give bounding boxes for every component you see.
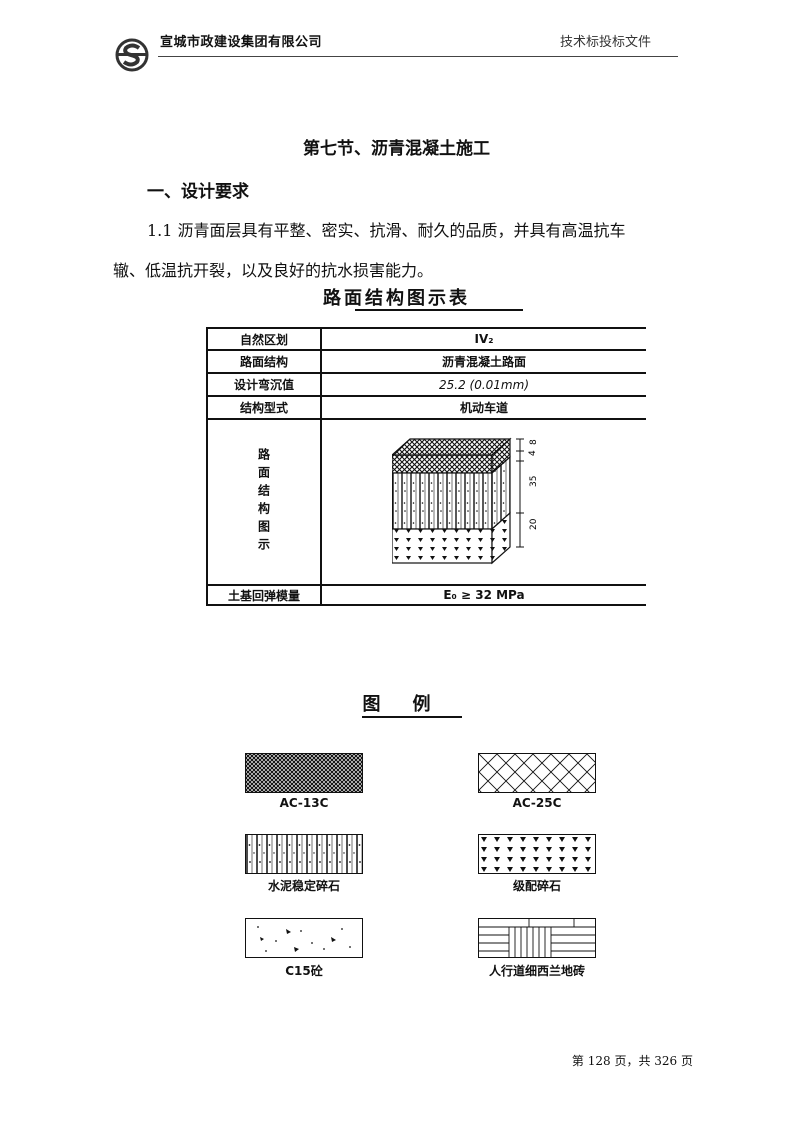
row-value-subgrade-modulus: E₀ ≥ 32 MPa: [443, 588, 525, 602]
fine-crosshatch-pattern: [246, 754, 362, 792]
legend-label-ac25c: AC-25C: [512, 796, 562, 810]
brick-tile-pattern: [479, 919, 595, 957]
dim-label-2: 4: [528, 450, 538, 456]
speckle: [300, 930, 302, 932]
legend-title-underline: [362, 716, 462, 718]
section-title: 第七节、沥青混凝土施工: [303, 139, 490, 159]
row-value-structure-type: 机动车道: [459, 401, 508, 415]
subheading: 一、设计要求: [147, 182, 249, 202]
speckle: [341, 928, 343, 930]
swatch-background: [479, 919, 595, 957]
paragraph-line-1: 1.1 沥青面层具有平整、密实、抗滑、耐久的品质，并具有高温抗车: [147, 221, 626, 240]
row-label-natural-zone: 自然区划: [239, 332, 288, 347]
table-rule: [206, 395, 646, 397]
aggregate-chip: [331, 937, 336, 942]
legend-swatch-cement-stabilized: [245, 834, 363, 874]
aggregate-chip: [294, 947, 299, 952]
legend-label-ac13c: AC-13C: [279, 796, 329, 810]
legend-title: 图例: [0, 690, 793, 716]
row-label-structure-diagram: 路面结构图示: [256, 448, 271, 556]
table-rule: [206, 418, 646, 420]
company-logo-icon: [115, 38, 149, 72]
table-border-bottom: [206, 604, 646, 606]
table-column-rule: [320, 327, 322, 606]
pattern-fill: [479, 835, 595, 873]
coarse-crosshatch-pattern: [479, 754, 595, 792]
layer-front-subbase: [392, 528, 493, 564]
speckle: [265, 950, 267, 952]
speckle: [257, 926, 259, 928]
speckle: [349, 946, 351, 948]
speckle: [275, 940, 277, 942]
swatch-background: [246, 919, 362, 957]
legend-swatch-sidewalk-tile: [478, 918, 596, 958]
document-type: 技术标投标文件: [560, 35, 652, 50]
layer-front-surface: [392, 454, 493, 474]
legend-swatch-graded-gravel: [478, 834, 596, 874]
legend-title-char-2: 例: [412, 694, 431, 715]
legend-label-sidewalk-tile: 人行道细西兰地砖: [488, 964, 585, 978]
concrete-speckle-pattern: [246, 919, 362, 957]
table-rule: [206, 349, 646, 351]
table-rule: [206, 372, 646, 374]
dim-label-4: 20: [529, 518, 539, 530]
table-border-left: [206, 327, 208, 606]
row-value-pavement-structure: 沥青混凝土路面: [441, 355, 526, 369]
layer-front-base: [392, 472, 493, 530]
pattern-fill: [479, 754, 595, 792]
pattern-fill: [246, 835, 362, 873]
layer-top-face: [392, 438, 512, 456]
legend-label-graded-gravel: 级配碎石: [512, 879, 561, 893]
pavement-structure-table: 自然区划 IV₂ 路面结构 沥青混凝土路面 设计弯沉值 25.2 (0.01mm…: [206, 327, 646, 606]
table-title-underline: [355, 309, 523, 311]
legend-swatch-c15-concrete: [245, 918, 363, 958]
row-label-subgrade-modulus: 土基回弹模量: [227, 588, 300, 603]
legend-title-char-1: 图: [362, 694, 413, 715]
aggregate-chip: [286, 929, 291, 934]
row-label-design-deflection: 设计弯沉值: [233, 378, 294, 392]
pattern-fill: [246, 754, 362, 792]
header-divider: [158, 56, 678, 57]
row-value-design-deflection: 25.2 (0.01mm): [439, 377, 529, 392]
table-title: 路面结构图示表: [323, 288, 470, 309]
legend-swatch-ac13c: [245, 753, 363, 793]
dim-label-1: 8: [529, 439, 539, 445]
pavement-layer-diagram: 8 4 35 20: [392, 437, 539, 565]
layer-side-subbase: [491, 511, 511, 565]
table-border-top: [206, 327, 646, 329]
row-value-natural-zone: IV₂: [474, 332, 494, 346]
triangle-pattern: [479, 835, 595, 873]
row-label-pavement-structure: 路面结构: [239, 355, 288, 369]
company-name: 宣城市政建设集团有限公司: [160, 35, 323, 50]
speckle: [323, 948, 325, 950]
legend-label-c15-concrete: C15砼: [285, 964, 323, 978]
legend-swatch-ac25c: [478, 753, 596, 793]
row-label-structure-type: 结构型式: [239, 401, 288, 415]
vertical-line-pattern: [246, 835, 362, 873]
table-rule: [206, 584, 646, 586]
legend-label-cement-stabilized: 水泥稳定碎石: [267, 879, 340, 893]
page-number: 第 128 页，共 326 页: [571, 1054, 693, 1068]
speckle: [311, 942, 313, 944]
paragraph-line-2: 辙、低温抗开裂，以及良好的抗水损害能力。: [113, 261, 434, 280]
dim-label-3: 35: [529, 476, 539, 487]
aggregate-chip: [260, 937, 264, 941]
